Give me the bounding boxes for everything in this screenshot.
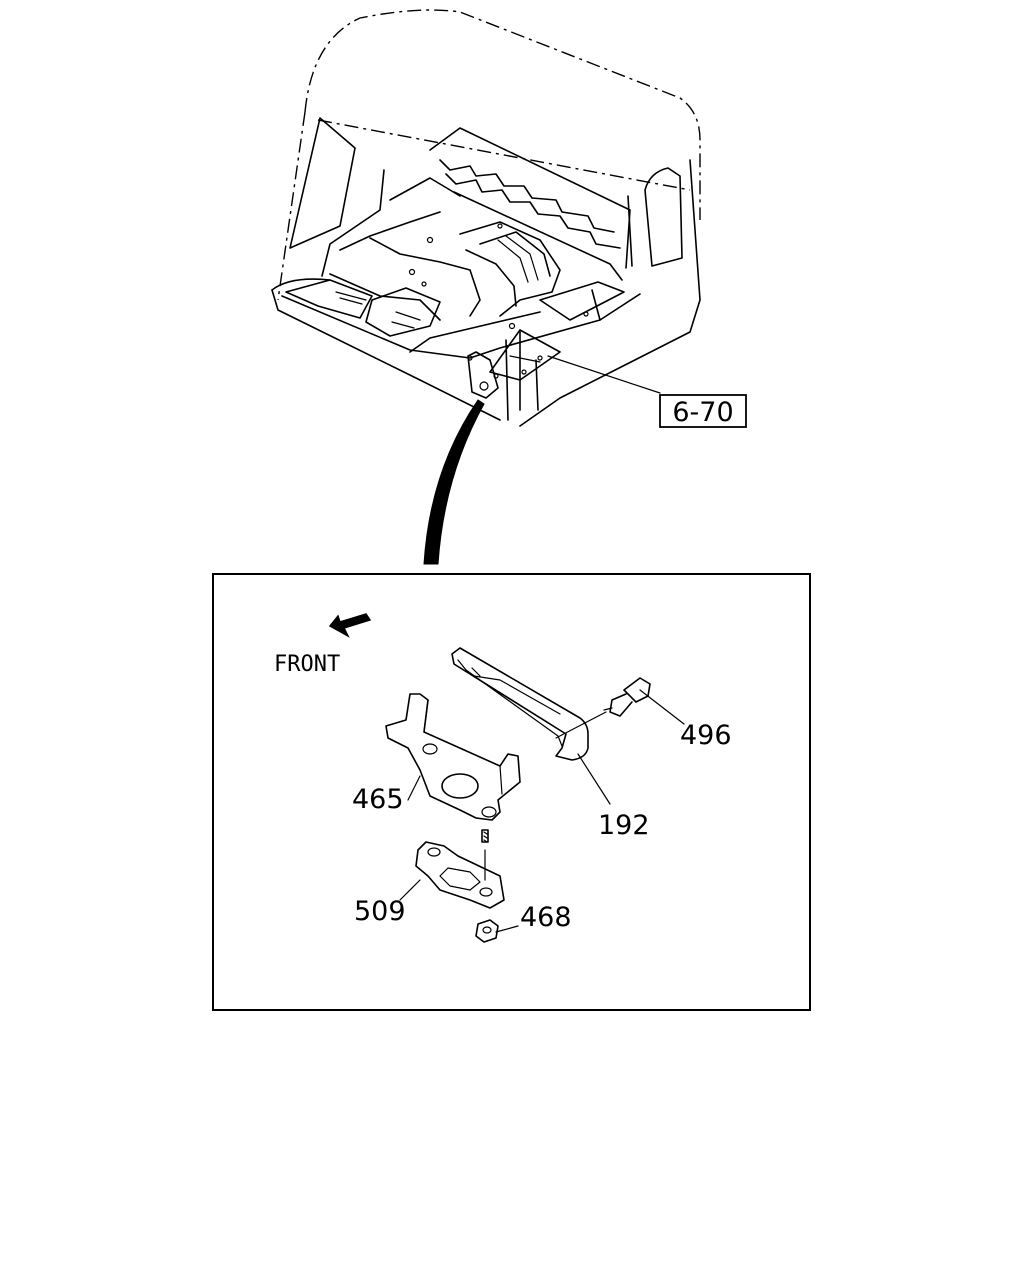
front-direction-indicator: FRONT xyxy=(274,613,372,677)
part-465-bracket xyxy=(385,693,521,821)
part-number-496: 496 xyxy=(680,720,732,751)
part-509-plate xyxy=(415,841,505,909)
part-number-509: 509 xyxy=(354,896,406,927)
part-192-cover xyxy=(451,647,589,761)
front-label: FRONT xyxy=(274,652,340,677)
detail-view-frame xyxy=(212,573,811,1011)
part-number-468: 468 xyxy=(520,902,572,933)
reference-6-70-callout: 6-70 xyxy=(547,355,747,428)
cab-body-illustration xyxy=(271,9,701,427)
reference-6-70-box xyxy=(659,394,747,428)
reference-6-70-label: 6-70 xyxy=(672,397,733,428)
mounting-stud xyxy=(481,829,489,881)
leader-509 xyxy=(399,879,421,901)
part-number-192: 192 xyxy=(598,810,650,841)
leader-496 xyxy=(639,689,685,725)
part-496-bolt xyxy=(555,677,651,739)
leader-468 xyxy=(495,925,519,933)
part-468-nut xyxy=(475,919,499,943)
detail-pointer xyxy=(423,399,485,565)
leader-192 xyxy=(577,753,611,805)
part-number-465: 465 xyxy=(352,784,404,815)
front-arrow-icon xyxy=(328,613,372,638)
leader-465 xyxy=(407,775,421,801)
